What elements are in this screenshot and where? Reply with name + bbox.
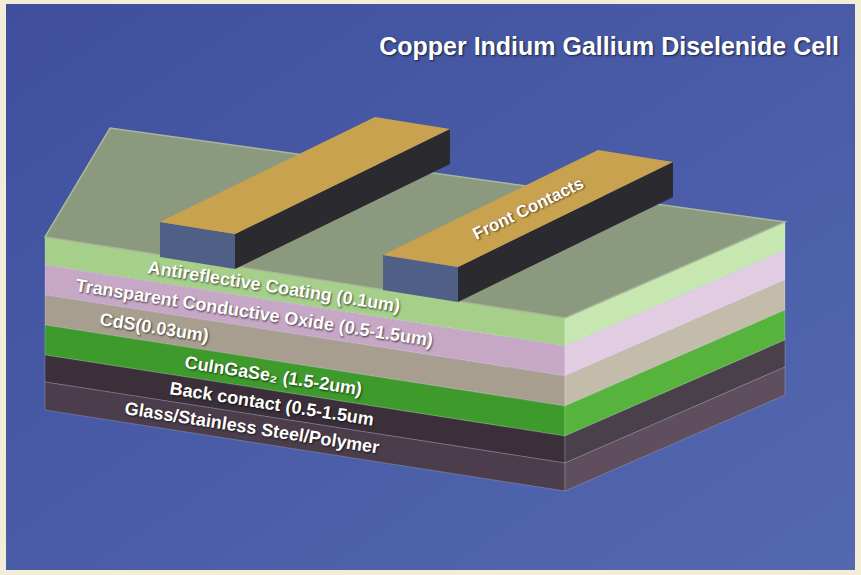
- background-panel: [6, 4, 855, 570]
- contact-bar-top: [160, 117, 450, 234]
- contact-bar-side: [458, 162, 673, 302]
- layer-side-face: [565, 367, 785, 491]
- contact-bar-top: [383, 150, 673, 267]
- diagram-title: Copper Indium Gallium Diselenide Cell: [379, 30, 839, 62]
